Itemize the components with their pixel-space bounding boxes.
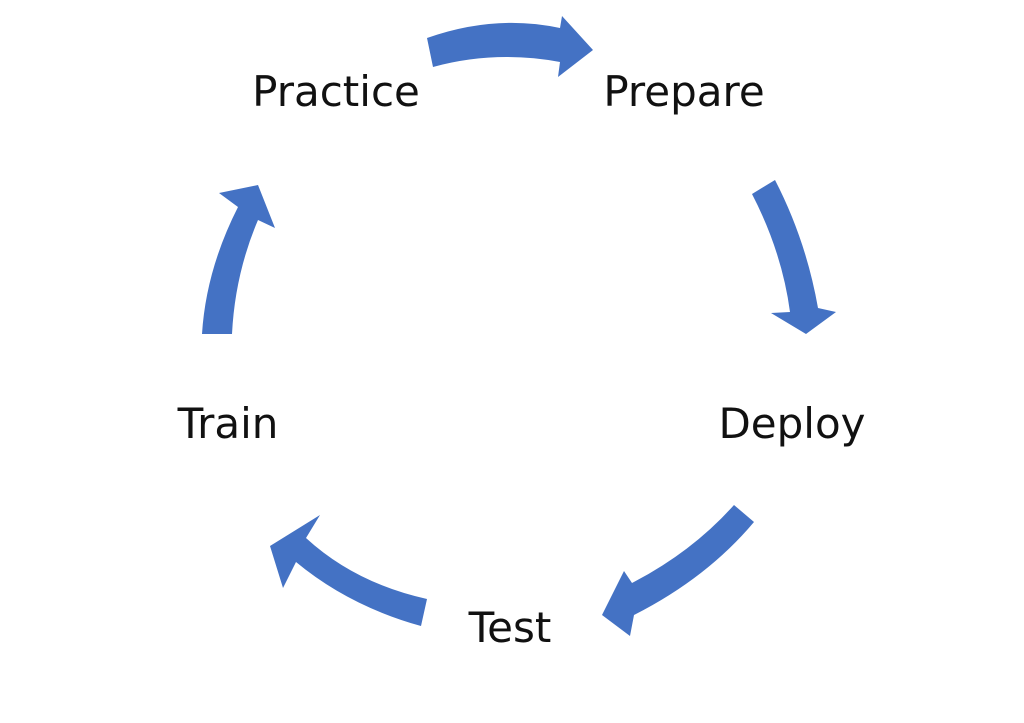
arrow-group	[202, 16, 836, 636]
arrow-deploy-to-test-icon	[602, 505, 754, 636]
stage-label-practice: Practice	[252, 67, 420, 116]
arrow-test-to-train-icon	[270, 515, 427, 626]
stage-label-deploy: Deploy	[718, 399, 866, 448]
stage-label-test: Test	[468, 603, 552, 652]
arrow-practice-to-prepare-icon	[427, 16, 593, 77]
arrow-train-to-practice-icon	[202, 185, 275, 334]
arrow-prepare-to-deploy-icon	[752, 180, 836, 334]
stage-label-prepare: Prepare	[603, 67, 765, 116]
stage-label-train: Train	[177, 399, 279, 448]
